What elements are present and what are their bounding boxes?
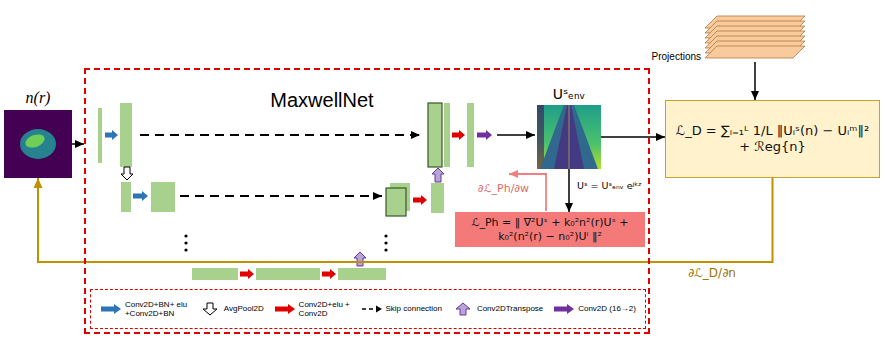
- conv-bn-arrow: [133, 191, 148, 201]
- legend-label: Conv2D (16→2): [578, 304, 636, 313]
- edge-label: Uˢ = Uˢₑₙᵥ eʲᵏᶻ: [575, 180, 644, 191]
- legend-sample: [376, 306, 382, 313]
- physics-loss-box: ℒ_Ph = ‖ ∇²Uˢ + k₀²n²(r)Uˢ + k₀²(n²(r) −…: [455, 212, 645, 247]
- field-image: [537, 105, 601, 169]
- feature-map: [192, 268, 238, 280]
- network-frame: MaxwellNetUˢₑₙᵥℒ_Ph = ‖ ∇²Uˢ + k₀²n²(r)U…: [84, 68, 650, 334]
- legend-label: Conv2DTranspose: [477, 304, 543, 313]
- field-cone: [554, 105, 584, 169]
- legend-swatch: [274, 302, 296, 316]
- legend-item: Conv2D+BN+ elu +Conv2D+BN: [100, 300, 189, 318]
- feature-map: [256, 268, 320, 280]
- gradient-label: ∂ℒ_Ph/∂w: [478, 182, 529, 195]
- legend-sample: [203, 303, 217, 315]
- legend-sample: [275, 304, 295, 314]
- ellipsis-dot: [184, 241, 187, 244]
- input-image: [4, 110, 72, 178]
- feature-map: [98, 108, 102, 163]
- feature-map: [467, 103, 474, 167]
- legend-item: Skip connection: [361, 302, 442, 316]
- output-field: Uˢₑₙᵥ: [537, 105, 601, 169]
- legend-swatch: [361, 302, 383, 316]
- feature-map: [120, 103, 132, 167]
- feature-map: [386, 188, 406, 216]
- input-object: [20, 129, 56, 159]
- projection-stack: Projections: [705, 14, 805, 62]
- legend-swatch: [553, 302, 575, 316]
- connector: [754, 62, 756, 100]
- legend-box: Conv2D+BN+ elu +Conv2D+BN AvgPool2D Conv2D…: [90, 289, 646, 329]
- conv-elu-arrow: [413, 195, 427, 205]
- legend-sample: [554, 304, 574, 314]
- loss-formula: ℒ_D = ∑ᵢ₌₁ᴸ 1/L ‖Uᵢˢ(n) − Uᵢᵐ‖² + ℛeg{n}: [666, 121, 879, 156]
- output-arrow: [497, 134, 535, 136]
- legend-swatch: [199, 302, 221, 316]
- ellipsis-dot: [384, 234, 387, 237]
- skip-connection: [140, 134, 420, 136]
- image-heading: n(r): [26, 89, 51, 107]
- ellipsis-dot: [184, 248, 187, 251]
- image-heading: Uˢₑₙᵥ: [553, 86, 586, 102]
- connector: [568, 169, 570, 212]
- legend-item: AvgPool2D: [199, 302, 264, 316]
- field-streak: [569, 105, 570, 169]
- projection-layer: [705, 46, 805, 58]
- network-title: MaxwellNet: [222, 88, 422, 112]
- legend-swatch: [452, 302, 474, 316]
- connector: [601, 136, 665, 138]
- legend-item: Conv2D+elu + Conv2D: [274, 300, 351, 318]
- feature-map: [121, 182, 131, 212]
- edge-label: ∂ℒ_D/∂n: [686, 266, 738, 280]
- skip-connection: [180, 195, 382, 197]
- field-shade: [537, 105, 544, 169]
- legend-label: Conv2D+elu + Conv2D: [299, 300, 351, 318]
- legend-label: Conv2D+BN+ elu +Conv2D+BN: [125, 300, 189, 318]
- feature-map: [431, 183, 444, 213]
- legend-item: Conv2D (16→2): [553, 302, 636, 316]
- avgpool-arrow: [121, 167, 133, 180]
- legend-item: Conv2DTranspose: [452, 302, 543, 316]
- legend-sample: [362, 308, 377, 310]
- connector: [72, 143, 84, 145]
- legend-sample: [456, 303, 470, 315]
- loss-formula: ℒ_Ph = ‖ ∇²Uˢ + k₀²n²(r)Uˢ + k₀²(n²(r) −…: [455, 214, 645, 244]
- conv-elu-arrow: [452, 130, 465, 140]
- conv-elu-arrow: [322, 269, 336, 279]
- legend-label: AvgPool2D: [224, 304, 264, 313]
- ellipsis-dot: [384, 241, 387, 244]
- legend-swatch: [100, 302, 122, 316]
- ellipsis-dot: [184, 234, 187, 237]
- feature-map: [444, 103, 450, 167]
- field-cone: [540, 105, 598, 169]
- conv-out-arrow: [477, 130, 492, 140]
- transpose-arrow: [354, 252, 366, 266]
- input-image: n(r): [4, 110, 72, 178]
- feature-map: [151, 182, 175, 212]
- transpose-arrow: [432, 168, 444, 182]
- legend-sample: [101, 304, 121, 314]
- conv-bn-arrow: [105, 130, 118, 140]
- feature-map: [428, 103, 442, 167]
- legend-label: Skip connection: [386, 304, 442, 313]
- ellipsis-dot: [384, 248, 387, 251]
- input-object: [24, 132, 47, 150]
- image-label: Projections: [652, 51, 701, 63]
- conv-elu-arrow: [240, 269, 254, 279]
- connector: [38, 178, 773, 262]
- data-loss-box: ℒ_D = ∑ᵢ₌₁ᴸ 1/L ‖Uᵢˢ(n) − Uᵢᵐ‖² + ℛeg{n}: [665, 100, 880, 178]
- feature-map: [338, 268, 386, 280]
